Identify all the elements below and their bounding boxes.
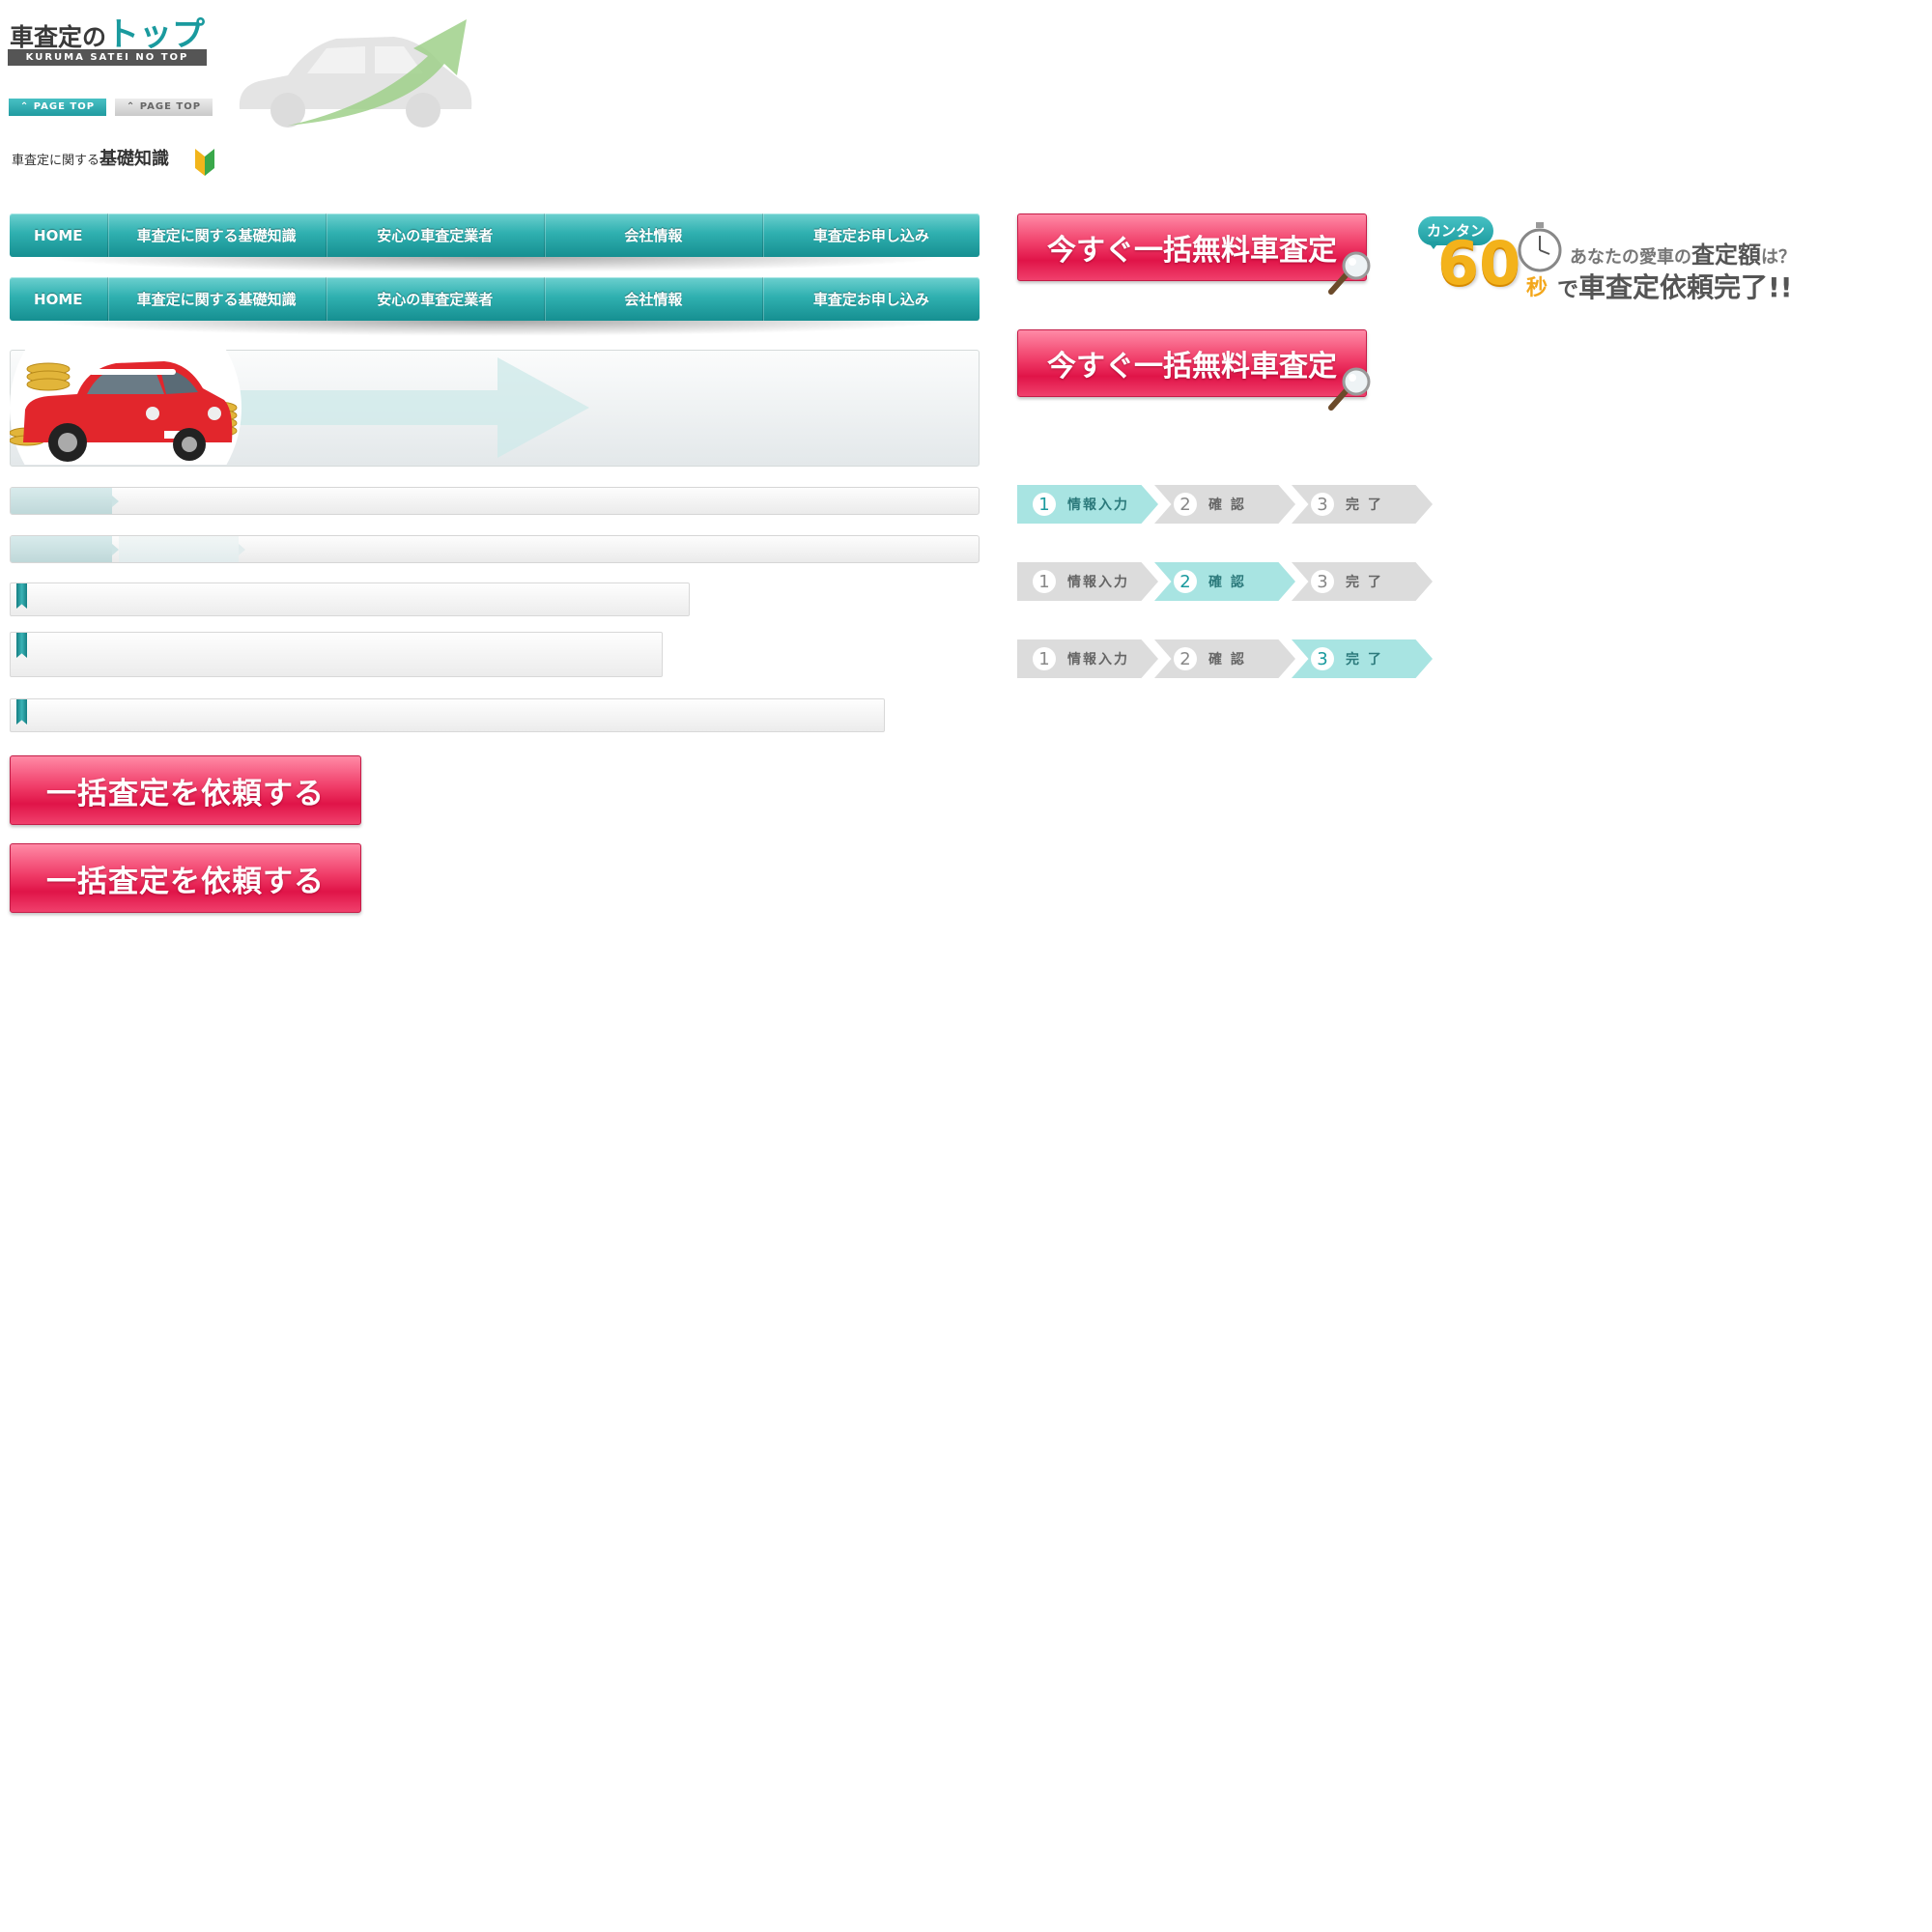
progress-tip-icon [239,544,245,555]
nav-item-dealers[interactable]: 安心の車査定業者 [327,213,545,257]
nav-item-company[interactable]: 会社情報 [545,213,763,257]
site-logo-title[interactable]: 車査定のトップ [10,8,205,55]
progress-bar-step2 [10,535,980,563]
nav-item-home[interactable]: HOME [10,277,108,321]
ribbon-heading-box [10,582,690,616]
promo-seconds-unit: 秒 [1526,276,1548,300]
progress-segment [11,536,112,562]
logo-title-part1: 車査定の [10,23,107,51]
progress-segment [11,488,112,514]
logo-subtitle: KURUMA SATEI NO TOP [8,49,207,66]
basics-heading: 車査定に関する基礎知識 [12,149,170,169]
logo-car-arrow-icon [239,19,472,128]
bulk-assessment-request-button-hover[interactable]: 一括査定を依頼する [10,843,361,913]
free-assessment-button[interactable]: 今すぐ一括無料車査定 [1017,213,1367,281]
free-assessment-button-hover[interactable]: 今すぐ一括無料車査定 [1017,329,1367,397]
nav-shadow [39,257,951,272]
bookmark-ribbon-icon [16,583,27,609]
global-nav-hover: HOME 車査定に関する基礎知識 安心の車査定業者 会社情報 車査定お申し込み [10,277,980,321]
promo-question: あなたの愛車の査定額は？ [1570,242,1796,269]
nav-item-basics[interactable]: 車査定に関する基礎知識 [108,213,327,257]
bookmark-ribbon-icon [16,633,27,658]
magnifier-icon [1328,367,1371,411]
page-top-button-hover[interactable]: ⌃ PAGE TOP [115,99,213,116]
chevron-up-icon: ⌃ [19,101,34,112]
nav-item-basics[interactable]: 車査定に関する基礎知識 [108,277,327,321]
promo-completion: で車査定依頼完了!! [1557,271,1793,303]
page-top-button[interactable]: ⌃ PAGE TOP [9,99,106,116]
progress-segment [119,536,239,562]
bookmark-ribbon-icon [16,699,27,724]
promo-sixty: 60 [1437,228,1521,298]
nav-item-apply[interactable]: 車査定お申し込み [812,291,929,308]
magnifier-icon [1328,251,1371,295]
nav-item-home[interactable]: HOME [10,213,108,257]
easy-speech-bubble: カンタン [1418,216,1493,245]
nav-item-dealers[interactable]: 安心の車査定業者 [327,277,545,321]
nav-item-apply[interactable]: 車査定お申し込み [812,227,929,244]
logo-title-part2: トップ [106,15,206,54]
nav-shadow [39,321,951,336]
car-with-coins-icon [10,350,242,465]
ribbon-heading-box [10,698,885,732]
progress-tip-icon [112,496,119,507]
bubble-tail [1428,242,1439,249]
stopwatch-icon [1518,222,1562,272]
progress-tip-icon [112,544,119,555]
bulk-assessment-request-button[interactable]: 一括査定を依頼する [10,755,361,825]
hero-arrow-icon [237,357,589,458]
chevron-up-icon: ⌃ [126,101,140,112]
nav-item-company[interactable]: 会社情報 [545,277,763,321]
global-nav: HOME 車査定に関する基礎知識 安心の車査定業者 会社情報 車査定お申し込み [10,213,980,257]
beginner-mark-icon [195,149,214,176]
progress-bar-step1 [10,487,980,515]
ribbon-heading-box [10,632,663,677]
